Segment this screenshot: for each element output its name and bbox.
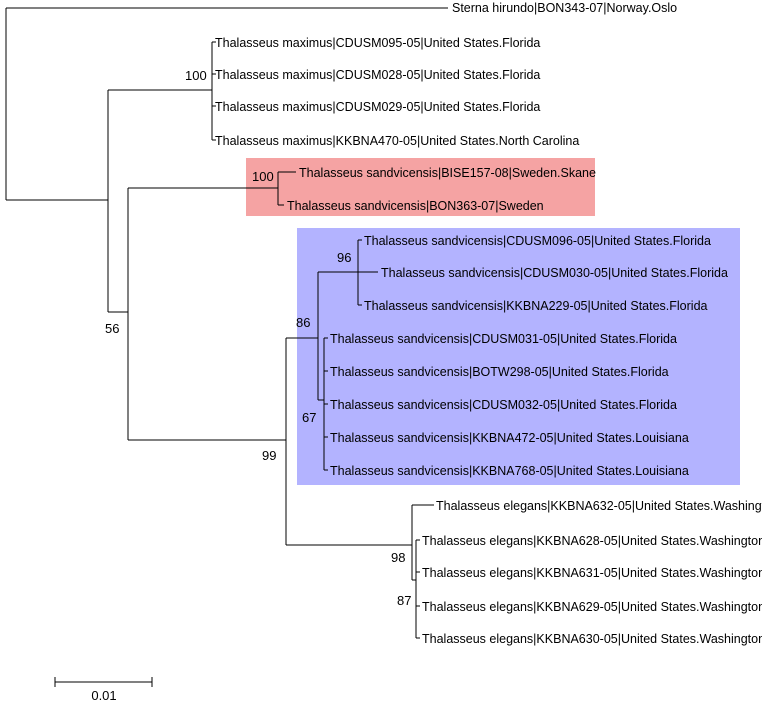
leaf-label: Thalasseus elegans|KKBNA631-05|United St… [422,566,762,580]
leaf-label: Thalasseus sandvicensis|BON363-07|Sweden [287,199,544,213]
leaf-label: Thalasseus elegans|KKBNA632-05|United St… [436,499,762,513]
leaf-labels: Sterna hirundo|BON343-07|Norway.Oslo Tha… [215,1,762,646]
leaf-label: Thalasseus elegans|KKBNA628-05|United St… [422,534,762,548]
leaf-label: Thalasseus sandvicensis|CDUSM096-05|Unit… [364,234,711,248]
scale-bar-label: 0.01 [91,688,116,701]
sweden-clade-highlight [246,158,595,216]
support-value-node86: 86 [296,315,310,330]
leaf-label: Thalasseus sandvicensis|CDUSM031-05|Unit… [330,332,677,346]
support-value-sweden: 100 [252,169,274,184]
tree-branches [5,7,448,639]
support-value-node99: 99 [262,448,276,463]
leaf-label: Thalasseus maximus|CDUSM029-05|United St… [215,100,540,114]
leaf-label: Thalasseus elegans|KKBNA629-05|United St… [422,600,762,614]
leaf-label: Thalasseus elegans|KKBNA630-05|United St… [422,632,762,646]
leaf-label: Thalasseus maximus|CDUSM028-05|United St… [215,68,540,82]
support-value-ingroup: 56 [105,321,119,336]
support-value-elegans: 98 [391,550,405,565]
leaf-label: Thalasseus sandvicensis|BISE157-08|Swede… [299,166,596,180]
leaf-label: Thalasseus sandvicensis|KKBNA229-05|Unit… [364,299,708,313]
leaf-label: Thalasseus maximus|CDUSM095-05|United St… [215,36,540,50]
leaf-label: Thalasseus sandvicensis|BOTW298-05|Unite… [330,365,669,379]
support-value-maximus: 100 [185,68,207,83]
scale-bar: 0.01 [54,677,153,701]
leaf-label: Thalasseus maximus|KKBNA470-05|United St… [215,134,579,148]
support-values: 100 100 96 86 67 56 99 98 87 [105,68,411,608]
support-value-node96: 96 [337,250,351,265]
leaf-label: Thalasseus sandvicensis|KKBNA768-05|Unit… [330,464,689,478]
scale-bar-line [54,677,153,687]
leaf-label: Sterna hirundo|BON343-07|Norway.Oslo [452,1,677,15]
support-value-elegans-inner: 87 [397,593,411,608]
leaf-label: Thalasseus sandvicensis|CDUSM032-05|Unit… [330,398,677,412]
blue-clade-highlight [297,228,740,485]
support-value-node67: 67 [302,410,316,425]
leaf-label: Thalasseus sandvicensis|KKBNA472-05|Unit… [330,431,689,445]
leaf-label: Thalasseus sandvicensis|CDUSM030-05|Unit… [381,266,728,280]
